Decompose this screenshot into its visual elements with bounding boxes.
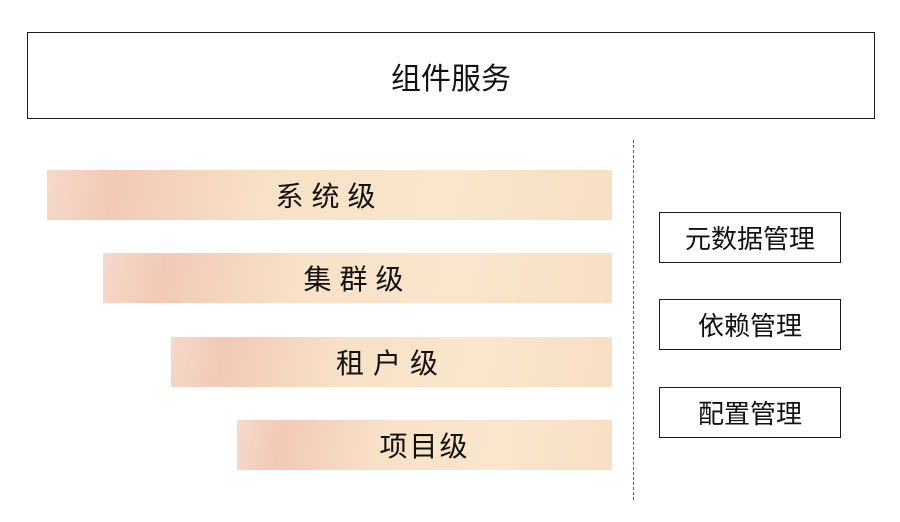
level-bar-system: 系统级 xyxy=(47,170,612,220)
component-service-box: 组件服务 xyxy=(27,32,875,119)
metadata-management-box: 元数据管理 xyxy=(659,212,841,263)
level-bar-project: 项目级 xyxy=(237,420,612,470)
level-label-system: 系统级 xyxy=(275,180,384,213)
configuration-management-label: 配置管理 xyxy=(697,400,802,430)
configuration-management-box: 配置管理 xyxy=(659,387,841,438)
level-label-cluster: 集群级 xyxy=(303,263,412,296)
metadata-management-label: 元数据管理 xyxy=(684,225,815,255)
level-bar-tenant: 租户级 xyxy=(171,337,612,387)
level-bar-cluster: 集群级 xyxy=(103,253,612,303)
level-label-project: 项目级 xyxy=(379,430,470,463)
dependency-management-box: 依赖管理 xyxy=(659,299,841,350)
component-service-label: 组件服务 xyxy=(391,61,511,97)
level-label-tenant: 租户级 xyxy=(335,347,447,380)
dependency-management-label: 依赖管理 xyxy=(697,312,802,342)
dashed-divider xyxy=(633,140,634,500)
